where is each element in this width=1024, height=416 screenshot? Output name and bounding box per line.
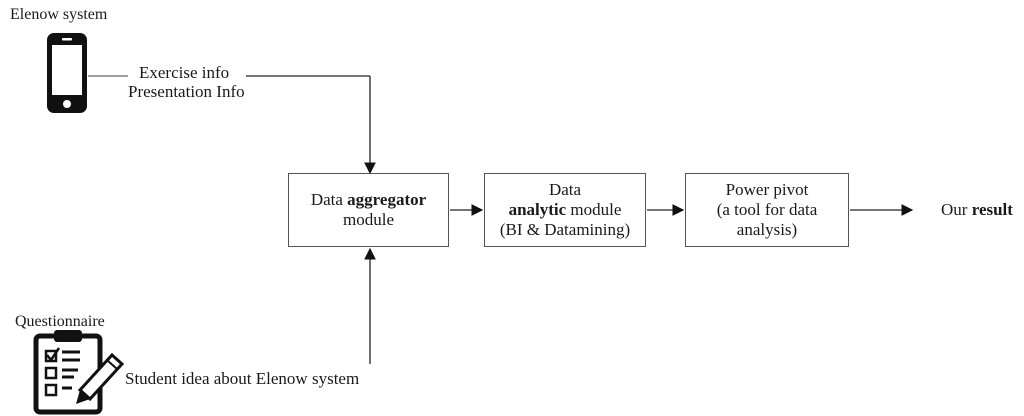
questionnaire-label: Questionnaire (15, 313, 105, 330)
powerpivot-title-line2: (a tool for data (716, 200, 818, 219)
aggregator-title-prefix: Data (310, 190, 348, 209)
power-pivot-module: Power pivot (a tool for data analysis) (685, 173, 849, 247)
analytic-title-bold: analytic (508, 200, 567, 219)
analytic-title-rest: module (566, 200, 622, 219)
phone-output-label-2: Presentation Info (128, 82, 245, 101)
data-aggregator-module: Data aggregator module (288, 173, 449, 247)
data-analytic-module: Data analytic module (BI & Datamining) (484, 173, 646, 247)
powerpivot-title-line3: analysis) (736, 220, 798, 239)
result-label: Our result (941, 200, 1013, 220)
result-label-prefix: Our (941, 200, 972, 219)
aggregator-title-suffix: module (343, 210, 394, 229)
phone-output-label-1: Exercise info (139, 63, 230, 82)
analytic-title-line3: (BI & Datamining) (499, 220, 631, 239)
analytic-title-line1: Data (548, 180, 582, 199)
smartphone-icon (47, 33, 87, 113)
powerpivot-title-line1: Power pivot (725, 180, 809, 199)
pencil-icon (76, 352, 125, 404)
phone-label: Elenow system (10, 6, 108, 23)
questionnaire-output-label: Student idea about Elenow system (125, 369, 360, 388)
result-label-bold: result (971, 200, 1013, 219)
aggregator-title-bold: aggregator (347, 190, 427, 209)
